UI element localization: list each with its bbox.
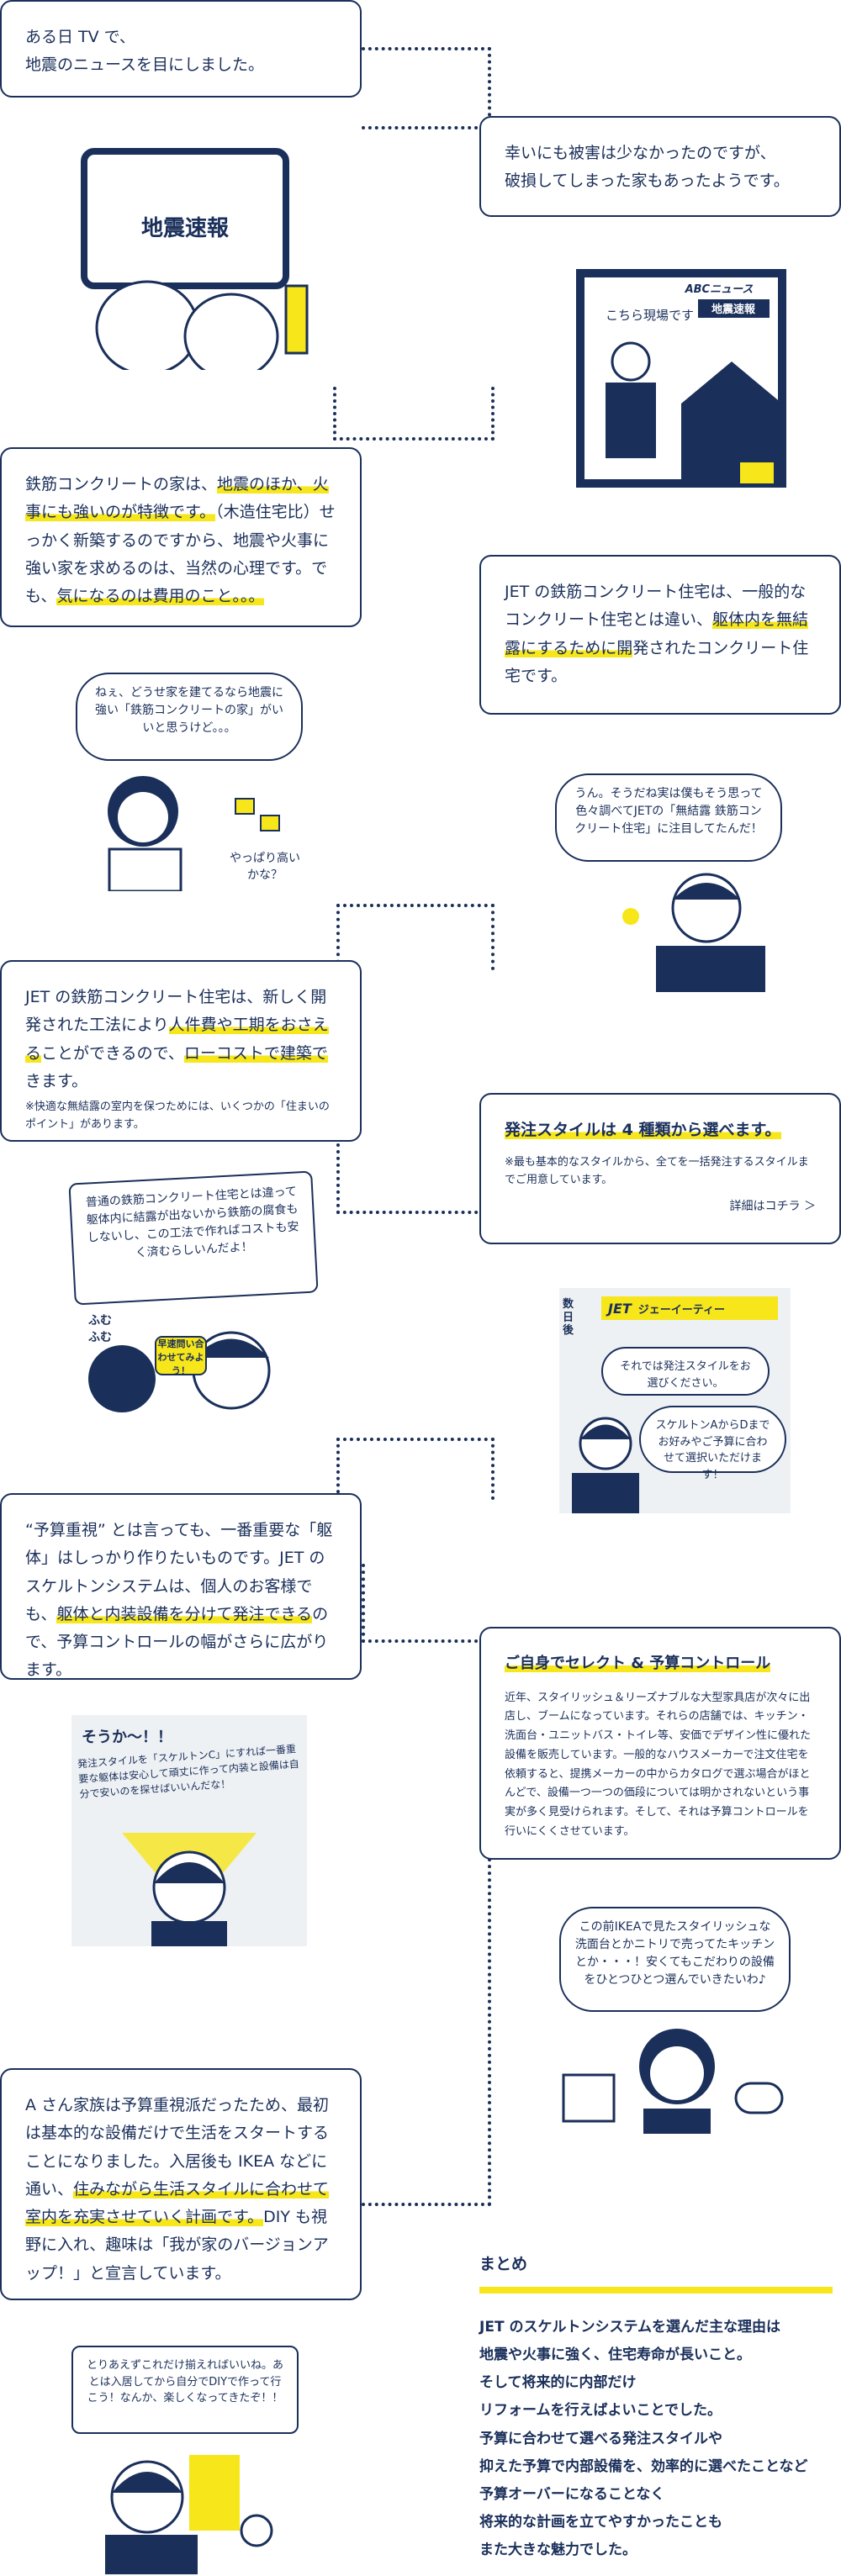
step7-part: “予算重視” とは言っても、一番重要な「躯体」はしっかり作りたいものです。JET… (25, 1521, 333, 1623)
step4-part: 発されたコンクリート住宅です。 (505, 638, 809, 685)
illustration-woman-shopping: この前IKEAで見たスタイリッシュな洗面台とかニトリで売ってたキッチンとか・・・… (559, 1907, 791, 2134)
connector (333, 387, 495, 441)
summary-line: リフォームを行えばよいことでした。 (479, 2402, 722, 2420)
summary-line: 地震や火事に強く、住宅寿命が長いこと。 (479, 2346, 751, 2364)
story-bubble-3: 鉄筋コンクリートの家は、地震のほか、火事にも強いのが特徴です。（木造住宅比）せっ… (0, 447, 362, 627)
couple-speech: 普通の鉄筋コンクリート住宅とは違って躯体内に結露が出ないから鉄筋の腐食もしないし… (68, 1170, 319, 1306)
story-bubble-5: JET の鉄筋コンクリート住宅は、新しく開発された工法により人件費や工期をおさえ… (0, 960, 362, 1142)
step8-heading: ご自身でセレクト & 予算コントロール (505, 1655, 771, 1672)
illustration-diy-plan: とりあえずこれだけ揃えればいいね。あとは入居してから自分でDIYで作って行こう！… (71, 2346, 315, 2574)
summary-body: JET のスケルトンシステムを選んだ主な理由は 地震や火事に強く、住宅寿命が長い… (479, 2314, 841, 2564)
wife-worry: やっぱり高いかな？ (230, 852, 300, 882)
story-bubble-2: 幸いにも被害は少なかったのですが、 破損してしまった家もあったようです。 (479, 116, 841, 217)
connector (362, 1824, 491, 2206)
story-bubble-6: 発注スタイルは 4 種類から選べます。 ※最も基本的なスタイルから、全てを一括発… (479, 1093, 841, 1244)
summary-title: まとめ (479, 2255, 528, 2273)
step6-note: ※最も基本的なスタイルから、全てを一括発注するスタイルまでご用意しています。 (505, 1156, 809, 1187)
tv-screen-text: 地震速報 (141, 216, 230, 241)
story-bubble-1: ある日 TV で、 地震のニュースを目にしました。 (0, 0, 362, 98)
illustration-tv-family: 地震速報 (50, 143, 311, 380)
story-bubble-7: “予算重視” とは言っても、一番重要な「躯体」はしっかり作りたいものです。JET… (0, 1493, 362, 1680)
summary-line: また大きな魅力でした。 (479, 2542, 637, 2559)
connector (362, 1564, 491, 1643)
step2-line1: 幸いにも被害は少なかったのですが、 (505, 144, 776, 162)
connector (336, 904, 495, 970)
step5-part: JET の鉄筋コンクリート住宅は、新しく開発された工法により (25, 988, 327, 1035)
summary-line: 抑えた予算で内部設備を、効率的に選べたことなど (479, 2457, 808, 2475)
step3-highlight: 気になるのは費用のこと。。。 (56, 587, 265, 605)
story-bubble-9: A さん家族は予算重視派だったため、最初は基本的な設備だけで生活をスタートするこ… (0, 2068, 362, 2300)
connector (362, 589, 488, 647)
story-bubble-4: JET の鉄筋コンクリート住宅は、一般的なコンクリート住宅とは違い、躯体内を無結… (479, 555, 841, 715)
step3-part: 鉄筋コンクリートの家は、 (25, 475, 218, 494)
summary-line: JET のスケルトンシステムを選んだ主な理由は (479, 2319, 780, 2336)
step3-highlight: 地震のほか、 (217, 475, 313, 494)
step1-line2: 地震のニュースを目にしました。 (25, 55, 265, 75)
story-bubble-8: ご自身でセレクト & 予算コントロール 近年、スタイリッシュ＆リーズナブルな大型… (479, 1627, 841, 1860)
man2-exclaim: そうか〜！！ (82, 1729, 172, 1746)
connector (362, 47, 491, 129)
step5-part: ことができるので、 (41, 1043, 184, 1063)
husband-speech: うん。そうだね実は僕もそう思って色々調べてJETの「無結露 鉄筋コンクリート住宅… (555, 773, 782, 862)
step3-part: （木造住宅比）せっかく新築するのですから、地震や火事に強い家を求めるのは、当然の… (25, 503, 336, 605)
illustration-jet-staff: 数日後 JET ジェーイーティー それでは発注スタイルをお選びください。 スケル… (559, 1288, 791, 1513)
reporter-text: こちら現場です (606, 308, 694, 323)
step6-heading: 発注スタイルは 4 種類から選べます。 (505, 1121, 781, 1139)
step9-part: DIY も視野に入れ、趣味は「我が家のバージョンアップ！」と宣言しています。 (25, 2208, 329, 2283)
connector (336, 1110, 491, 1214)
illustration-news-report: ABCニュース 地震速報 こちら現場です (572, 269, 791, 492)
step5-part: きます。 (25, 1071, 88, 1090)
jet-logo-bar: JET ジェーイーティー (601, 1296, 778, 1320)
step4-part: JET の鉄筋コンクリート住宅は、一般的なコンクリート住宅とは違い、 (505, 583, 807, 630)
call-text: 早速問い合わせてみよう！ (157, 1338, 204, 1376)
step5-note: ※快適な無結露の室内を保つためには、いくつかの「住まいのポイント」があります。 (25, 1101, 330, 1131)
illustration-husband-research: うん。そうだね実は僕もそう思って色々調べてJETの「無結露 鉄筋コンクリート住宅… (555, 757, 807, 992)
fumu-text: ふむふむ (88, 1314, 112, 1344)
staff-speech-2: スケルトンAからDまでお好みやご予算に合わせて選択いただけます！ (639, 1406, 786, 1481)
summary-divider (479, 2287, 833, 2294)
man3-speech: とりあえずこれだけ揃えればいいね。あとは入居してから自分でDIYで作って行こう！… (71, 2346, 299, 2434)
illustration-couple-call: 普通の鉄筋コンクリート住宅とは違って躯体内に結露が出ないから鉄筋の腐食もしないし… (68, 1170, 319, 1421)
illustration-man-realize: そうか〜！！ 発注スタイルを「スケルトンC」にすれば一番重要な躯体は安心して頑丈… (71, 1715, 307, 1946)
summary-line: 予算オーバーになることなく (479, 2485, 665, 2503)
wife-speech: ねぇ、どうせ家を建てるなら地震に強い「鉄筋コンクリートの家」がいいと思うけど。。… (76, 673, 303, 761)
step9-part: A さん家族は予算重視派だったため、最初は基本的な設備だけで生活をスタートするこ… (25, 2096, 330, 2199)
step1-line1: ある日 TV で、 (25, 28, 135, 46)
news-flash: 地震速報 (711, 303, 756, 316)
man2-speech: 発注スタイルを「スケルトンC」にすれば一番重要な躯体は安心して頑丈に作って内装と… (77, 1743, 300, 1801)
news-badge: ABCニュース (685, 283, 754, 296)
summary-line: 予算に合わせて選べる発注スタイルや (479, 2430, 722, 2447)
summary-line: 将来的な計画を立てやすかったことも (479, 2513, 722, 2531)
sign-side: 数日後 (563, 1298, 574, 1338)
woman2-speech: この前IKEAで見たスタイリッシュな洗面台とかニトリで売ってたキッチンとか・・・… (559, 1907, 791, 2012)
summary-line: そして将来的に内部だけ (479, 2374, 637, 2392)
staff-speech-1: それでは発注スタイルをお選びください。 (601, 1347, 770, 1396)
details-link[interactable]: 詳細はコチラ ＞ (729, 1199, 816, 1213)
jet-logo: JET (608, 1300, 632, 1317)
step7-highlight: 躯体と内装設備を分けて発注できる (56, 1604, 313, 1623)
step7-part: ので、予算コントロールの幅がさらに広がります。 (25, 1604, 329, 1680)
step8-body: 近年、スタイリッシュ＆リーズナブルな大型家具店が次々に出店し、ブームになっていま… (505, 1691, 812, 1838)
step2-line2: 破損してしまった家もあったようです。 (505, 172, 790, 191)
step5-highlight: ローコストで建築で (183, 1043, 328, 1063)
connector (336, 1438, 495, 1500)
jet-name: ジェーイーティー (637, 1303, 726, 1317)
illustration-wife-thinking: ねぇ、どうせ家を建てるなら地震に強い「鉄筋コンクリートの家」がいいと思うけど。。… (76, 673, 303, 891)
